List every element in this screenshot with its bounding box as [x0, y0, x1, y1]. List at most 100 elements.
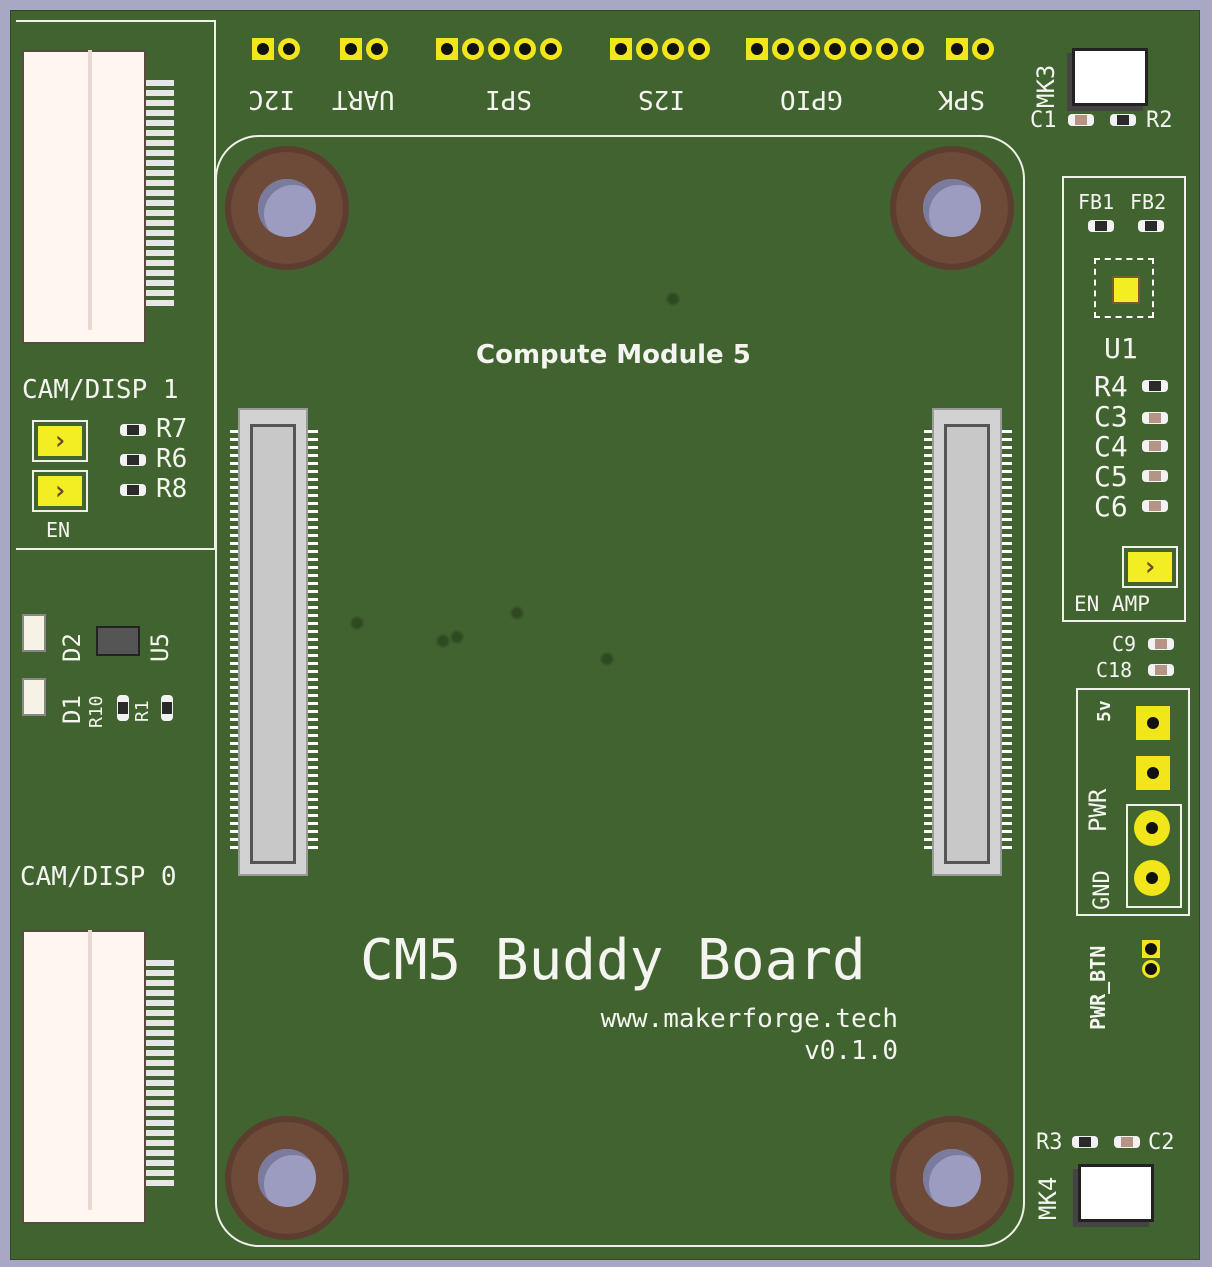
capacitor-c6 [1142, 500, 1168, 512]
label-r6: R6 [156, 444, 188, 474]
mounting-hole-top-left [225, 146, 349, 270]
label-r4: R4 [1094, 370, 1128, 403]
label-gnd: GND [1090, 870, 1115, 910]
chevron-icon: › [1128, 552, 1172, 582]
ferrite-fb2 [1138, 220, 1164, 232]
label-mk4: MK4 [1034, 1176, 1062, 1220]
header-spi[interactable] [436, 38, 562, 60]
label-u1: U1 [1104, 332, 1138, 365]
resistor-r8 [120, 484, 146, 496]
cam-disp-1-connector[interactable] [22, 40, 174, 344]
label-spk: SPK [938, 84, 985, 114]
cm5-connector-left [230, 408, 318, 876]
label-fb1: FB1 [1078, 190, 1115, 214]
label-c2: C2 [1148, 1130, 1175, 1155]
power-section-outline [1076, 688, 1190, 916]
label-pwr-btn: PWR_BTN [1086, 945, 1110, 1030]
mounting-hole-bottom-right [890, 1116, 1014, 1240]
label-c9: C9 [1112, 632, 1137, 656]
label-cam-disp-0: CAM/DISP 0 [20, 862, 177, 892]
mounting-hole-top-right [890, 146, 1014, 270]
label-i2s: I2S [638, 84, 685, 114]
header-spk[interactable] [946, 38, 994, 60]
capacitor-c18 [1148, 664, 1174, 676]
amp-section-outline [1062, 176, 1186, 622]
label-c6: C6 [1094, 490, 1128, 523]
label-i2c: I2C [248, 84, 295, 114]
label-gpio: GPIO [780, 84, 843, 114]
header-i2c[interactable] [252, 38, 300, 60]
jumper-cam1-b[interactable]: › [32, 470, 88, 512]
header-uart[interactable] [340, 38, 388, 60]
resistor-r1 [161, 695, 173, 721]
label-r10: R10 [86, 695, 107, 728]
cm5-module-outline [215, 135, 1025, 1247]
board-website: www.makerforge.tech [600, 1004, 898, 1034]
label-en: EN [46, 518, 71, 542]
label-u5: U5 [146, 633, 174, 662]
gnd-pin-2[interactable] [1134, 860, 1170, 896]
diode-d1 [22, 678, 46, 716]
label-en-amp: EN AMP [1074, 592, 1150, 616]
ic-u1 [1094, 258, 1154, 318]
header-i2s[interactable] [610, 38, 710, 60]
capacitor-c5 [1142, 470, 1168, 482]
label-uart: UART [332, 84, 395, 114]
label-r3: R3 [1036, 1130, 1063, 1155]
resistor-r3 [1072, 1136, 1098, 1148]
capacitor-c9 [1148, 638, 1174, 650]
label-r1: R1 [132, 700, 153, 722]
label-mk3: MK3 [1032, 64, 1060, 108]
jumper-cam1-a[interactable]: › [32, 420, 88, 462]
gnd-pin-1[interactable] [1134, 810, 1170, 846]
via [666, 292, 680, 306]
label-compute-module-5: Compute Module 5 [476, 340, 751, 370]
microphone-mk3 [1072, 48, 1148, 106]
label-c5: C5 [1094, 460, 1128, 493]
label-cam-disp-1: CAM/DISP 1 [22, 375, 179, 405]
resistor-r6 [120, 454, 146, 466]
mounting-hole-bottom-left [225, 1116, 349, 1240]
capacitor-c4 [1142, 440, 1168, 452]
capacitor-c2 [1114, 1136, 1140, 1148]
microphone-mk4 [1078, 1164, 1154, 1222]
ferrite-fb1 [1088, 220, 1114, 232]
label-pwr: PWR [1084, 788, 1112, 832]
via [510, 606, 524, 620]
power-pin-5v-1[interactable] [1136, 706, 1170, 740]
ic-u5 [96, 626, 140, 656]
header-gpio[interactable] [746, 38, 924, 60]
label-c3: C3 [1094, 400, 1128, 433]
capacitor-c1 [1068, 114, 1094, 126]
resistor-r2 [1110, 114, 1136, 126]
via [436, 634, 450, 648]
label-r2: R2 [1146, 108, 1173, 133]
via [450, 630, 464, 644]
board-version: v0.1.0 [804, 1036, 898, 1066]
header-pwr-btn[interactable] [1142, 940, 1160, 978]
resistor-r4 [1142, 380, 1168, 392]
capacitor-c3 [1142, 412, 1168, 424]
label-spi: SPI [485, 84, 532, 114]
resistor-r10 [117, 695, 129, 721]
via [600, 652, 614, 666]
cam-disp-1-outline [16, 20, 216, 550]
jumper-en-amp[interactable]: › [1122, 546, 1178, 588]
gnd-header-outline [1126, 804, 1182, 908]
cam-disp-0-connector[interactable] [22, 920, 174, 1224]
label-5v: 5v [1094, 700, 1115, 722]
power-pin-5v-2[interactable] [1136, 756, 1170, 790]
label-c4: C4 [1094, 430, 1128, 463]
chevron-icon: › [38, 476, 82, 506]
label-d1: D1 [58, 695, 86, 724]
cm5-connector-right [924, 408, 1012, 876]
chevron-icon: › [38, 426, 82, 456]
label-c1: C1 [1030, 108, 1057, 133]
resistor-r7 [120, 424, 146, 436]
label-c18: C18 [1096, 658, 1133, 682]
diode-d2 [22, 614, 46, 652]
label-r8: R8 [156, 474, 188, 504]
label-d2: D2 [58, 633, 86, 662]
label-r7: R7 [156, 414, 188, 444]
board-title: CM5 Buddy Board [360, 928, 866, 993]
